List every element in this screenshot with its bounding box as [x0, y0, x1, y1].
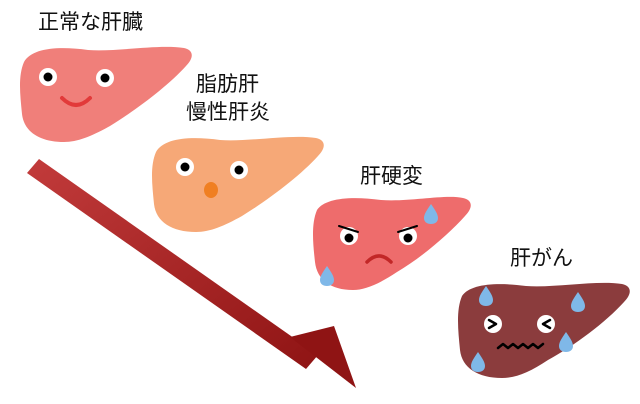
arrow-head	[290, 326, 356, 388]
progression-arrow	[27, 159, 356, 388]
eye-left	[338, 225, 359, 245]
sweat-drop	[571, 292, 585, 312]
eye-left	[484, 315, 502, 333]
eye-right	[537, 315, 555, 333]
sweat-drop	[471, 352, 485, 372]
mouth-wavy	[496, 342, 545, 350]
label-line: 脂肪肝	[196, 72, 259, 96]
eye-right	[230, 161, 248, 179]
label-cirrhosis: 肝硬変	[360, 162, 423, 190]
eye-right	[96, 69, 114, 87]
sweat-drop	[559, 332, 573, 352]
label-line: 肝硬変	[360, 164, 423, 188]
liver-cancer	[458, 282, 630, 378]
mouth-sad	[365, 254, 393, 264]
label-line: 慢性肝炎	[186, 100, 270, 124]
label-line: 肝がん	[510, 246, 573, 270]
liver-cirrhosis	[313, 196, 471, 290]
eye-right	[397, 225, 418, 245]
sweat-drop	[424, 204, 438, 224]
arrow-shaft	[27, 159, 318, 369]
sweat-drop	[479, 286, 493, 306]
label-line: 正常な肝臓	[38, 10, 143, 34]
liver-body	[152, 136, 324, 232]
label-normal-liver: 正常な肝臓	[38, 8, 143, 36]
mouth-open	[204, 182, 218, 198]
liver-body	[313, 196, 471, 290]
eye-left	[39, 68, 57, 86]
liver-fatty	[152, 136, 324, 232]
label-fatty-liver: 脂肪肝 慢性肝炎	[186, 70, 270, 126]
liver-body	[20, 46, 192, 142]
label-liver-cancer: 肝がん	[510, 244, 573, 272]
mouth-smile	[60, 96, 92, 107]
liver-normal	[20, 46, 192, 142]
eye-left	[176, 158, 194, 176]
sweat-drop	[320, 266, 334, 286]
